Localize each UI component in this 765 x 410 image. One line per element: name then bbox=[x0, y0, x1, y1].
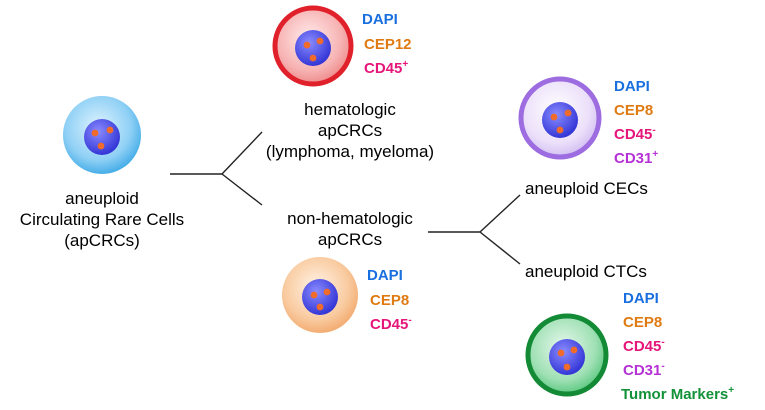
marker-cd31-negative: CD31- bbox=[623, 361, 665, 380]
marker-cep8: CEP8 bbox=[614, 102, 654, 119]
marker-sign: + bbox=[652, 149, 659, 160]
root-label-line-3: (apCRCs) bbox=[64, 231, 140, 250]
root-label-line-2: Circulating Rare Cells bbox=[19, 210, 185, 229]
marker-dapi: DAPI bbox=[367, 267, 403, 284]
connector-to-cecs bbox=[479, 194, 521, 233]
marker-cep12: CEP12 bbox=[364, 36, 412, 53]
marker-cd45-negative: CD45- bbox=[614, 125, 656, 144]
marker-dapi: DAPI bbox=[623, 290, 659, 307]
marker-cd31-positive: CD31+ bbox=[614, 149, 659, 168]
marker-dapi: DAPI bbox=[614, 78, 650, 95]
marker-dapi: DAPI bbox=[362, 11, 398, 28]
marker-cep8: CEP8 bbox=[370, 292, 410, 309]
marker-sign: - bbox=[652, 125, 656, 136]
hematologic-label-line-1: hematologic bbox=[304, 100, 396, 119]
cell-ctc bbox=[525, 313, 609, 397]
non-hematologic-label-line-2: apCRCs bbox=[317, 230, 383, 249]
connector-to-ctcs bbox=[479, 231, 521, 265]
hematologic-label-line-2: apCRCs bbox=[317, 121, 383, 140]
marker-tumor-markers-positive: Tumor Markers+ bbox=[621, 385, 735, 404]
cell-apcrc bbox=[63, 96, 141, 174]
marker-cd45-positive: CD45+ bbox=[364, 59, 409, 78]
cecs-label: aneuploid CECs bbox=[525, 179, 648, 198]
marker-sign: + bbox=[402, 59, 409, 70]
marker-cd45-negative: CD45- bbox=[623, 337, 665, 356]
marker-cd45-negative: CD45- bbox=[370, 315, 412, 334]
non-hematologic-label-line-1: non-hematologic bbox=[287, 209, 413, 228]
tree-connectors bbox=[170, 131, 521, 265]
marker-sign: - bbox=[661, 337, 665, 348]
root-label-line-1: aneuploid bbox=[65, 189, 139, 208]
marker-sign: - bbox=[661, 361, 665, 372]
marker-sign: + bbox=[728, 385, 735, 396]
root-label: aneuploid Circulating Rare Cells (apCRCs… bbox=[2, 188, 202, 251]
marker-sign: - bbox=[408, 315, 412, 326]
cell-cec bbox=[518, 76, 602, 160]
connector-to-non-hematologic bbox=[221, 173, 263, 206]
marker-cep8: CEP8 bbox=[623, 314, 663, 331]
connector-to-hematologic bbox=[221, 131, 263, 175]
cell-hematologic bbox=[272, 5, 354, 87]
hematologic-label-line-3: (lymphoma, myeloma) bbox=[265, 142, 435, 161]
hematologic-label: hematologic apCRCs (lymphoma, myeloma) bbox=[235, 99, 465, 162]
ctcs-label: aneuploid CTCs bbox=[525, 262, 647, 281]
non-hematologic-label: non-hematologic apCRCs bbox=[255, 208, 445, 250]
cell-non-hematologic bbox=[282, 257, 358, 333]
